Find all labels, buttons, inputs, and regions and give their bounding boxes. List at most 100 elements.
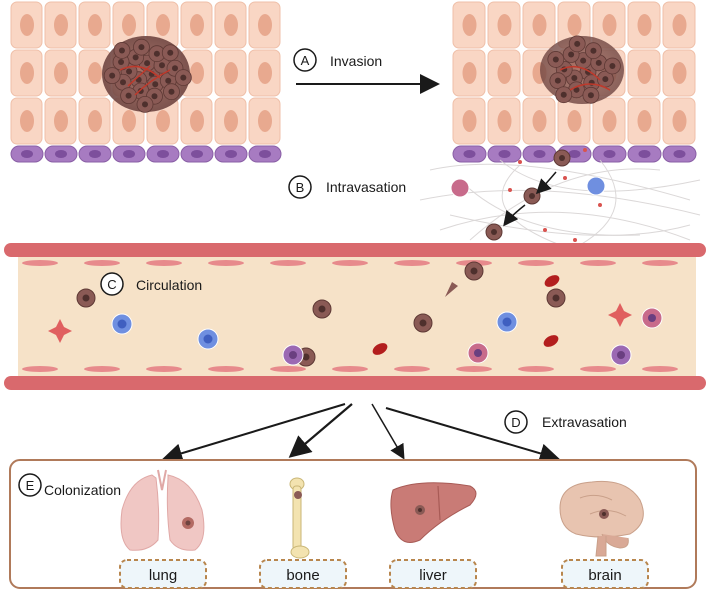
vessel-wall-bottom xyxy=(4,376,706,390)
organ-label-lung: lung xyxy=(119,559,207,589)
endothelial-cell xyxy=(518,366,554,372)
blood-vessel: C Circulation xyxy=(4,243,706,390)
basement-nucleus xyxy=(463,150,476,158)
tumor-nucleus xyxy=(595,59,602,66)
liver-label: liver xyxy=(419,567,447,584)
endothelial-cell xyxy=(22,260,58,266)
tumor-nucleus xyxy=(302,353,310,361)
endothelial-cell xyxy=(456,366,492,372)
tumor-nucleus xyxy=(609,62,616,69)
cell-nucleus xyxy=(54,110,68,132)
vessel-lumen xyxy=(18,255,696,377)
cell-nucleus xyxy=(672,62,687,84)
endothelial-cell xyxy=(208,366,244,372)
circulation-label: Circulation xyxy=(136,277,202,293)
intravasation-step: B Intravasation xyxy=(288,175,406,199)
cell-nucleus xyxy=(122,110,136,132)
extravasating-tail xyxy=(445,282,458,297)
tumor-nucleus xyxy=(470,267,478,275)
cell-nucleus xyxy=(20,62,34,84)
cell-nucleus xyxy=(156,14,170,36)
cell-nucleus xyxy=(497,110,512,132)
cell-nucleus xyxy=(637,110,652,132)
cell-nucleus xyxy=(672,110,687,132)
tumor-nucleus xyxy=(171,65,178,72)
endothelial-cell xyxy=(208,260,244,266)
cell-nucleus xyxy=(602,14,617,36)
arrow-to-bone xyxy=(288,403,353,458)
invading-epithelium xyxy=(452,1,697,163)
basement-nucleus xyxy=(89,150,101,158)
tumor-nucleus xyxy=(529,193,535,199)
cell-nucleus xyxy=(20,110,34,132)
ecm-dot xyxy=(543,228,547,232)
basement-nucleus xyxy=(21,150,33,158)
basement-nucleus xyxy=(498,150,511,158)
endothelial-cell xyxy=(146,260,182,266)
platelet xyxy=(48,319,72,343)
cell-nucleus xyxy=(567,110,582,132)
step-a-badge xyxy=(293,48,317,72)
red-blood-cell xyxy=(543,335,559,347)
organ-label-liver: liver xyxy=(389,559,477,589)
cell-nucleus xyxy=(462,14,477,36)
tumor-nucleus xyxy=(82,294,90,302)
cell-nucleus xyxy=(637,14,652,36)
cell-nucleus xyxy=(190,14,204,36)
cell-nucleus xyxy=(672,14,687,36)
tumor-nucleus xyxy=(153,50,160,57)
leukocyte-nucleus xyxy=(289,351,297,359)
tumor-nucleus xyxy=(491,229,497,235)
step-d-letter: D xyxy=(511,415,520,430)
cell-nucleus xyxy=(258,62,272,84)
cell-nucleus xyxy=(224,110,238,132)
cell-nucleus xyxy=(462,110,477,132)
cell-nucleus xyxy=(224,62,238,84)
immune-cell xyxy=(586,176,606,196)
arrow-to-liver xyxy=(371,403,405,460)
tumor-nucleus xyxy=(568,51,575,58)
basement-nucleus xyxy=(259,150,271,158)
leukocyte-nucleus xyxy=(617,351,625,359)
cell-nucleus xyxy=(532,14,547,36)
cell-nucleus xyxy=(602,110,617,132)
basement-nucleus xyxy=(638,150,651,158)
tumor-nucleus xyxy=(587,92,594,99)
step-d-badge xyxy=(504,410,528,434)
tumor-nucleus xyxy=(142,101,149,108)
tumor-nucleus xyxy=(137,87,144,94)
basement-nucleus xyxy=(191,150,203,158)
tumor-nucleus xyxy=(165,77,172,84)
ecm-dot xyxy=(583,148,587,152)
lung-label: lung xyxy=(149,567,177,584)
cell-nucleus xyxy=(122,14,136,36)
step-a-letter: A xyxy=(301,53,310,68)
cell-nucleus xyxy=(462,62,477,84)
cell-nucleus xyxy=(190,110,204,132)
cell-nucleus xyxy=(54,14,68,36)
tumor-nucleus xyxy=(554,77,561,84)
tumor-nucleus xyxy=(118,47,125,54)
endothelial-cell xyxy=(580,260,616,266)
tumor-nucleus xyxy=(138,44,145,51)
extravasation-label: Extravasation xyxy=(542,414,627,430)
cell-nucleus xyxy=(532,110,547,132)
cell-nucleus xyxy=(224,14,238,36)
tumor-nucleus xyxy=(152,81,159,88)
tumor-nucleus xyxy=(132,54,139,61)
cell-nucleus xyxy=(567,14,582,36)
endothelial-cell xyxy=(518,260,554,266)
ecm-dot xyxy=(573,238,577,242)
leukocyte-nucleus xyxy=(474,349,482,357)
leukocyte-nucleus xyxy=(648,314,656,322)
cell-nucleus xyxy=(88,14,102,36)
endothelial-cell xyxy=(84,260,120,266)
cell-nucleus xyxy=(637,62,652,84)
extracellular-matrix xyxy=(419,159,701,246)
endothelial-cell xyxy=(580,366,616,372)
step-c-letter: C xyxy=(107,277,116,292)
cell-nucleus xyxy=(190,62,204,84)
migrating-tumor-cells xyxy=(446,148,606,279)
ecm-dot xyxy=(518,160,522,164)
